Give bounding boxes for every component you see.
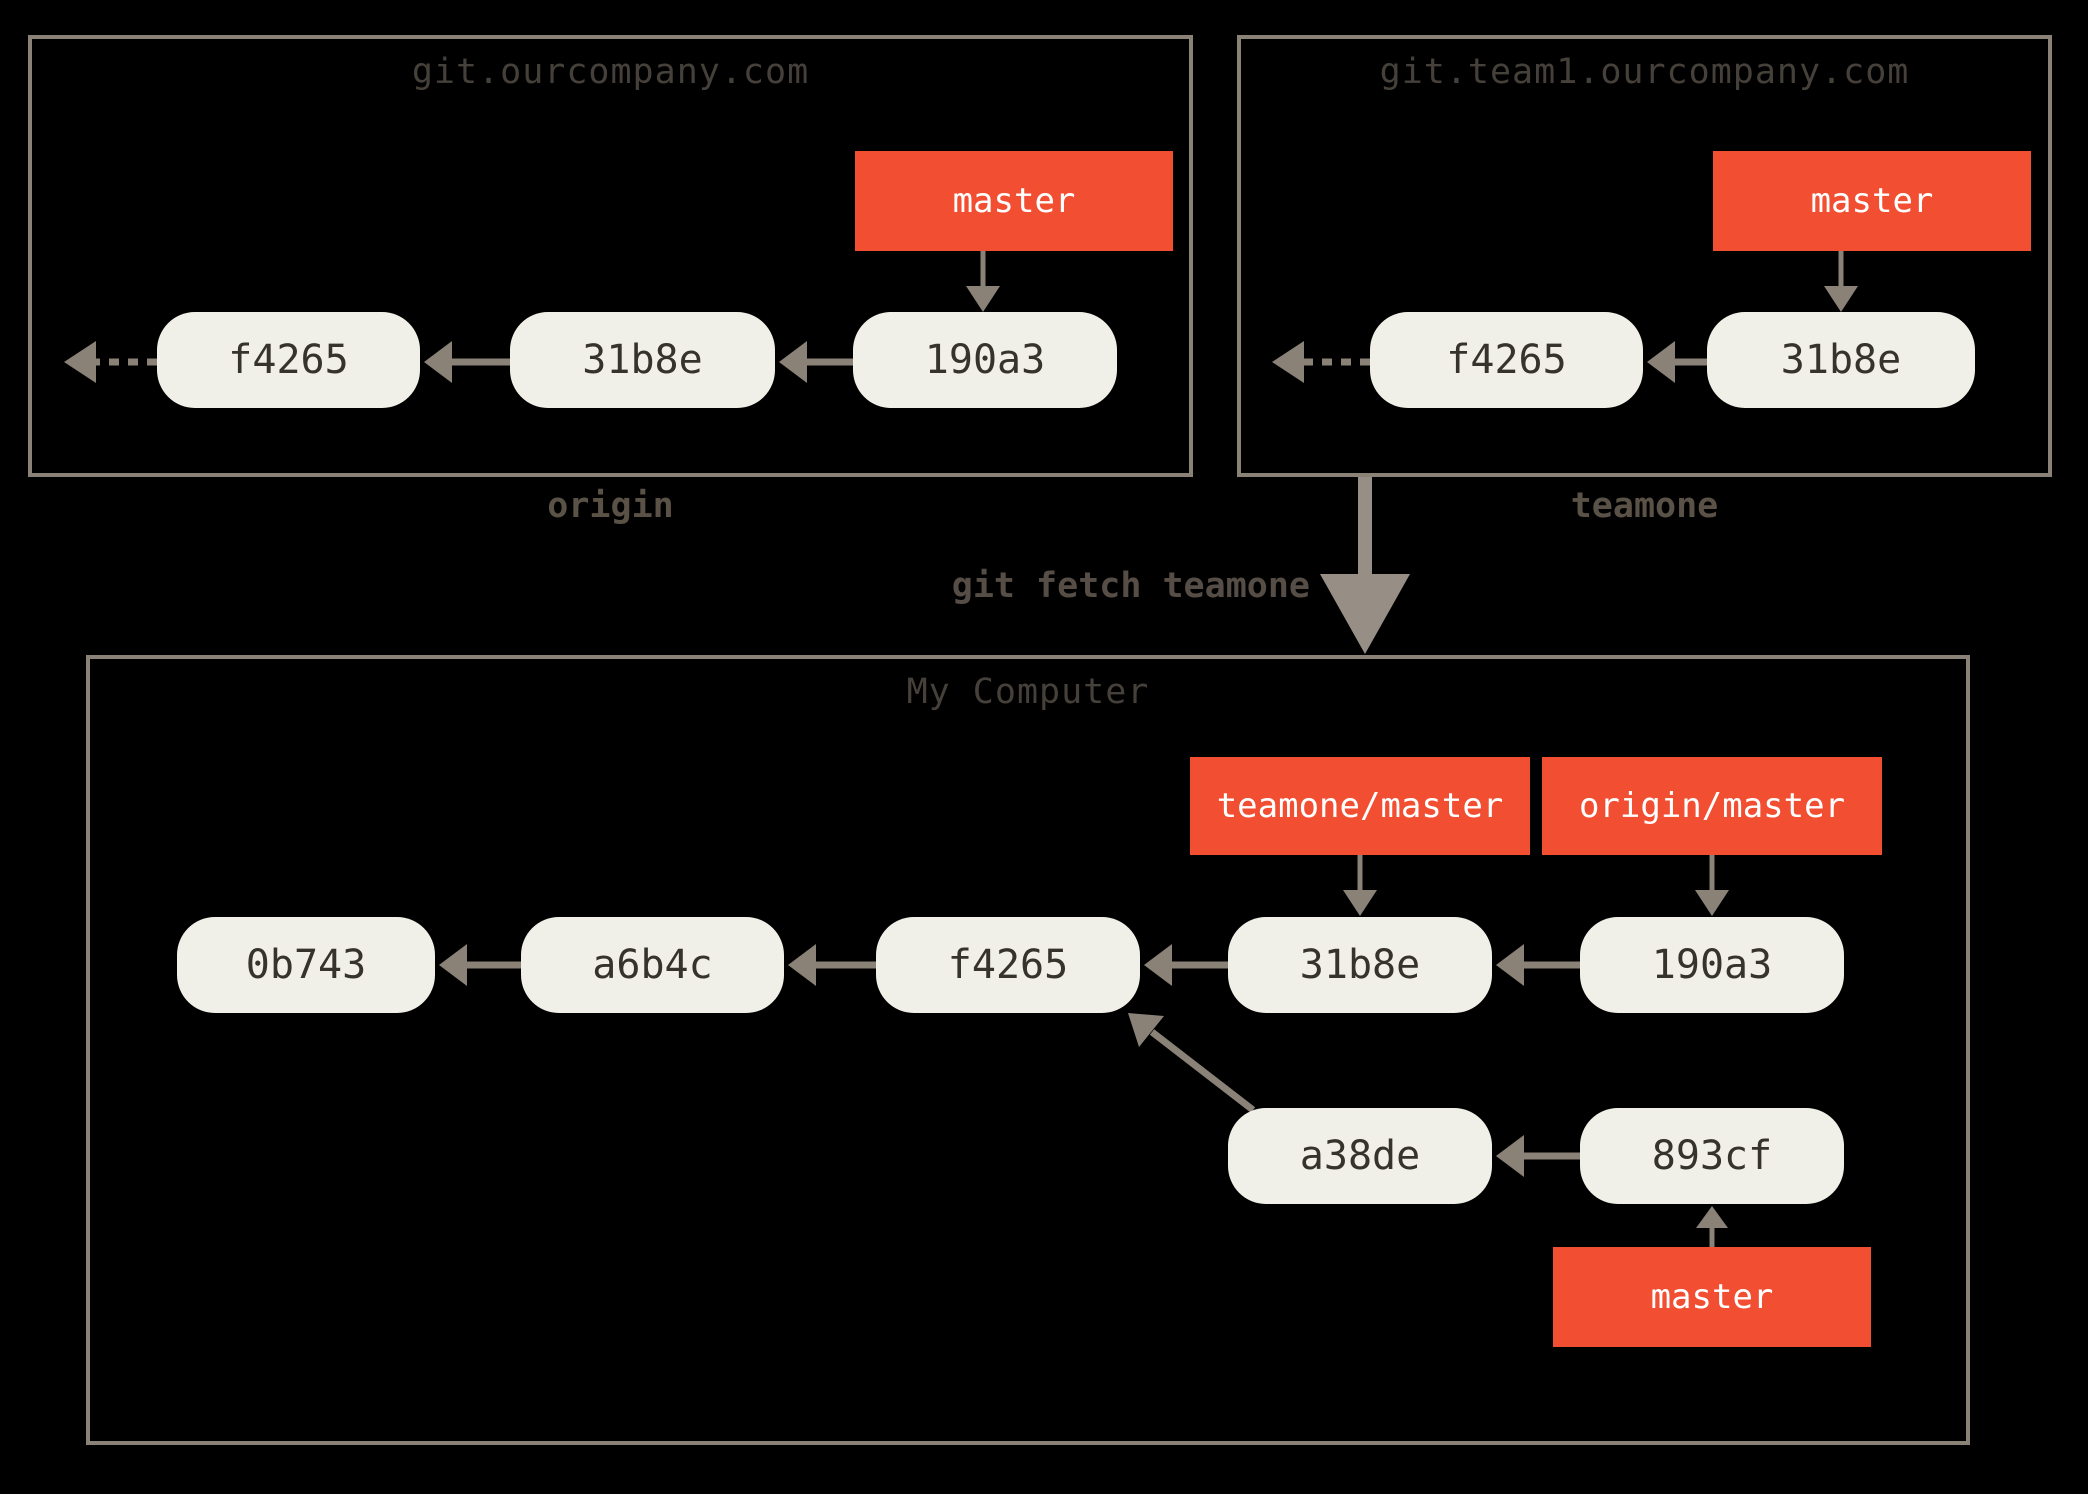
teamone-master-ref-label: teamone/master xyxy=(1190,757,1530,855)
local-computer-title: My Computer xyxy=(906,672,1150,712)
commit-node-origin-190a3: 190a3 xyxy=(853,312,1117,408)
commit-node-local-0b743: 0b743 xyxy=(177,917,435,1013)
commit-node-local-a38de: a38de xyxy=(1228,1108,1492,1204)
origin-remote-name-label: origin xyxy=(547,486,674,526)
teamone-remote-name-label: teamone xyxy=(1570,486,1719,526)
origin-remote-box xyxy=(28,35,1193,477)
commit-node-local-f4265: f4265 xyxy=(876,917,1140,1013)
local-master-branch-label: master xyxy=(1553,1247,1871,1347)
teamone-remote-box xyxy=(1237,35,2052,477)
commit-id: f4265 xyxy=(228,337,349,383)
commit-id: a38de xyxy=(1299,1133,1421,1179)
teamone-master-branch-label: master xyxy=(1713,151,2031,251)
branch-label-text: master xyxy=(952,181,1076,221)
commit-id: 190a3 xyxy=(1651,942,1773,988)
commit-node-teamone-31b8e: 31b8e xyxy=(1707,312,1975,408)
fetch-arrow-head xyxy=(1320,574,1410,654)
teamone-remote-title: git.team1.ourcompany.com xyxy=(1379,52,1910,92)
commit-id: f4265 xyxy=(1446,337,1567,383)
commit-node-local-a6b4c: a6b4c xyxy=(521,917,784,1013)
ref-label-text: origin/master xyxy=(1578,786,1846,826)
branch-label-text: master xyxy=(1810,181,1934,221)
fetch-command-label: git fetch teamone xyxy=(951,566,1310,606)
ref-label-text: teamone/master xyxy=(1216,786,1504,826)
local-computer-box xyxy=(86,655,1970,1445)
commit-node-local-31b8e: 31b8e xyxy=(1228,917,1492,1013)
commit-id: 0b743 xyxy=(245,942,367,988)
commit-node-origin-31b8e: 31b8e xyxy=(510,312,775,408)
origin-remote-title: git.ourcompany.com xyxy=(411,52,810,92)
commit-id: 190a3 xyxy=(924,337,1046,383)
commit-node-origin-f4265: f4265 xyxy=(157,312,420,408)
commit-id: 31b8e xyxy=(582,337,703,383)
origin-master-ref-label: origin/master xyxy=(1542,757,1882,855)
commit-id: 893cf xyxy=(1651,1133,1773,1179)
commit-node-local-190a3: 190a3 xyxy=(1580,917,1844,1013)
commit-node-local-893cf: 893cf xyxy=(1580,1108,1844,1204)
commit-id: f4265 xyxy=(947,942,1069,988)
origin-master-branch-label: master xyxy=(855,151,1173,251)
commit-node-teamone-f4265: f4265 xyxy=(1370,312,1643,408)
commit-id: 31b8e xyxy=(1299,942,1421,988)
branch-label-text: master xyxy=(1650,1277,1774,1317)
commit-id: 31b8e xyxy=(1780,337,1902,383)
commit-id: a6b4c xyxy=(592,942,713,988)
